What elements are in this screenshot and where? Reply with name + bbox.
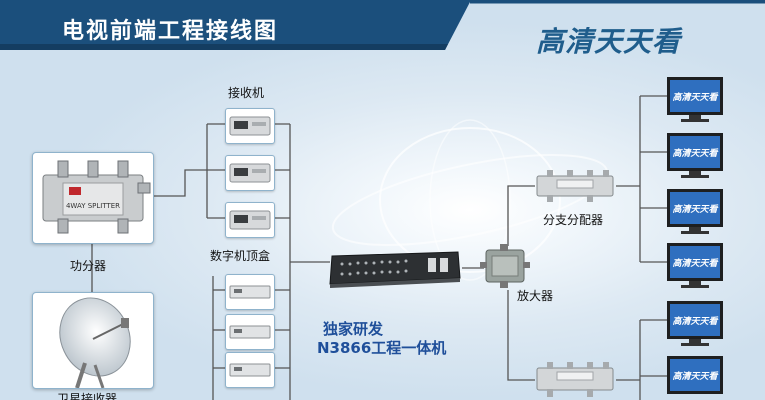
amplifier <box>480 244 530 288</box>
branch-splitter-upper <box>533 170 617 202</box>
receiver-unit-1 <box>225 108 275 144</box>
brand-logo-text: 高清天天看 <box>536 25 682 58</box>
tv-logo-text: 高清天天看 <box>672 148 718 159</box>
satellite-dish-icon <box>59 297 131 389</box>
splitter-label: 功分器 <box>70 259 107 273</box>
receiver-label: 接收机 <box>228 86 265 100</box>
branch-splitter-lower <box>533 362 617 400</box>
receiver-icon <box>229 210 271 230</box>
receiver-unit-3 <box>225 202 275 238</box>
receiver-icon <box>229 116 271 136</box>
set-top-box-2 <box>225 314 275 350</box>
tv-icon: 高清天天看 <box>667 243 723 288</box>
tv-icon: 高清天天看 <box>667 356 723 394</box>
headline-line1: 独家研发 <box>323 320 384 338</box>
set-top-box-icon <box>229 363 271 377</box>
set-top-box-icon <box>229 325 271 339</box>
tv-logo-text: 高清天天看 <box>672 258 718 269</box>
headline-line2: N3866工程一体机 <box>317 339 447 357</box>
tv-4: 高清天天看 <box>667 243 723 289</box>
set-top-box-icon <box>229 285 271 299</box>
power-splitter-icon: 4WAY SPLITTER <box>42 160 151 234</box>
branch-splitter-label: 分支分配器 <box>543 213 604 227</box>
set-top-box-1 <box>225 274 275 310</box>
page-title: 电视前端工程接线图 <box>62 19 279 44</box>
satellite-receiver-label: 卫星接收器 <box>57 392 118 400</box>
set-top-box-3 <box>225 352 275 388</box>
tv-icon: 高清天天看 <box>667 189 723 234</box>
tv-icon: 高清天天看 <box>667 301 723 346</box>
title-banner <box>0 0 765 50</box>
rack-unit-icon <box>329 251 461 288</box>
tv-logo-text: 高清天天看 <box>672 204 718 215</box>
tv-icon: 高清天天看 <box>667 133 723 178</box>
tv-logo-text: 高清天天看 <box>672 92 718 103</box>
tv-5: 高清天天看 <box>667 301 723 347</box>
amplifier-icon <box>480 244 530 288</box>
tv-1: 高清天天看 <box>667 77 723 123</box>
power-splitter: 4WAY SPLITTER <box>32 152 154 244</box>
splitter-model-text: 4WAY SPLITTER <box>66 202 120 210</box>
tv-3: 高清天天看 <box>667 189 723 235</box>
tv-6: 高清天天看 <box>667 356 723 400</box>
stb-label: 数字机顶盒 <box>210 249 271 263</box>
amplifier-label: 放大器 <box>517 289 554 303</box>
integrated-headend-unit <box>328 248 462 288</box>
receiver-icon <box>229 163 271 183</box>
tv-logo-text: 高清天天看 <box>672 316 718 327</box>
satellite-dish <box>32 292 154 389</box>
tv-2: 高清天天看 <box>667 133 723 179</box>
branch-splitter-icon <box>536 362 614 397</box>
receiver-unit-2 <box>225 155 275 191</box>
tv-icon: 高清天天看 <box>667 77 723 122</box>
branch-splitter-icon <box>536 170 614 202</box>
tv-logo-text: 高清天天看 <box>672 371 718 382</box>
